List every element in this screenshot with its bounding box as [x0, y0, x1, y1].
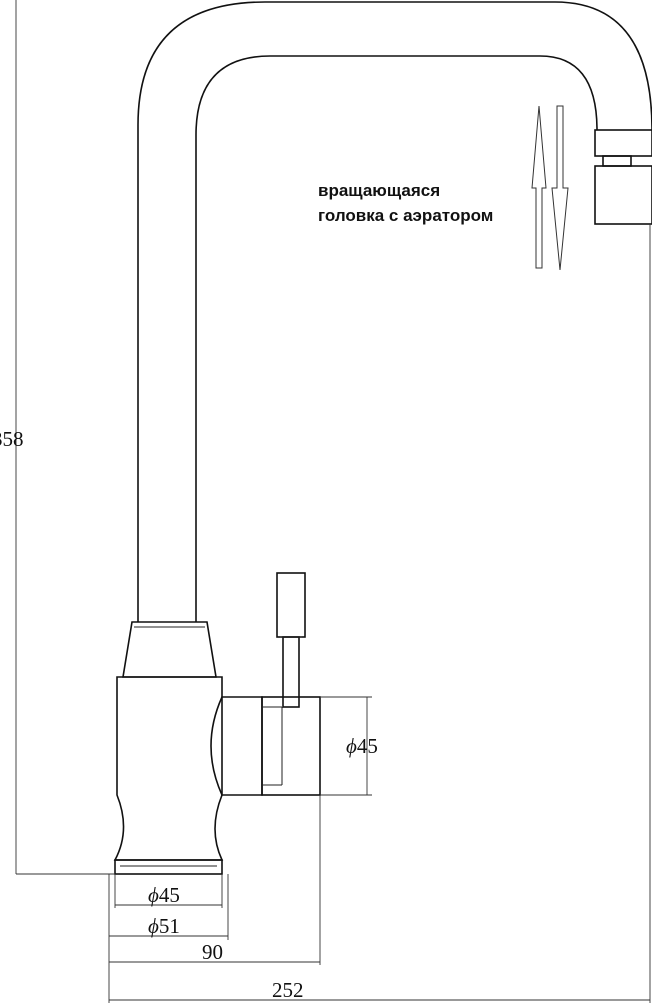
note-line-2: головка с аэратором: [318, 206, 493, 225]
collar: [122, 621, 217, 678]
height-value: 358: [0, 427, 24, 451]
spout: [137, 1, 652, 622]
diameter-symbol: ϕ: [148, 914, 159, 938]
handle-housing: [210, 696, 321, 796]
total-reach-value: 252: [272, 978, 304, 1002]
dimension-total-reach: 252: [108, 224, 651, 1003]
base-inner-diameter-value: 45: [159, 883, 180, 907]
note-line-1: вращающаяся: [318, 181, 440, 200]
rotation-arrows-icon: [531, 105, 569, 271]
dimension-base-to-handle: 90: [108, 795, 321, 965]
svg-text:ϕ51: ϕ51: [148, 914, 180, 938]
dimension-base-inner-diameter: ϕ45: [114, 874, 223, 908]
faucet-body: [113, 676, 224, 861]
svg-text:ϕ45: ϕ45: [346, 734, 378, 758]
dimension-height: 358: [0, 0, 115, 875]
base-outer-diameter-value: 51: [159, 914, 180, 938]
svg-text:ϕ45: ϕ45: [148, 883, 180, 907]
diameter-symbol: ϕ: [148, 883, 159, 907]
dimension-handle-diameter: ϕ45: [320, 696, 378, 796]
handle-diameter-value: 45: [357, 734, 378, 758]
base: [114, 859, 223, 875]
aerator-head: [594, 129, 652, 225]
lever-handle: [276, 572, 306, 708]
dimension-base-outer-diameter: ϕ51: [108, 874, 229, 940]
base-to-handle-value: 90: [202, 940, 223, 964]
diameter-symbol: ϕ: [346, 734, 357, 758]
